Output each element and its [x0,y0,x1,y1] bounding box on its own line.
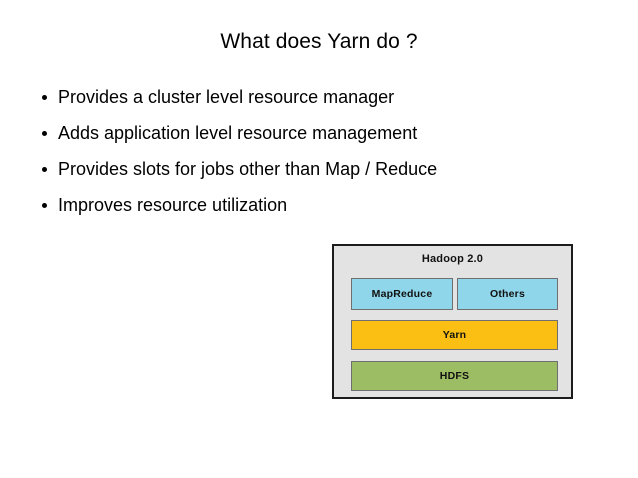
page-title: What does Yarn do ? [220,30,418,53]
list-item: Adds application level resource manageme… [38,122,558,144]
list-item: Improves resource utilization [38,194,558,216]
bullet-dot-icon [42,131,47,136]
list-item-label: Adds application level resource manageme… [58,123,418,143]
diagram-box-mapreduce: MapReduce [351,278,453,310]
bullet-dot-icon [42,95,47,100]
diagram-row-applications: MapReduce Others [351,278,558,310]
list-item-label: Improves resource utilization [58,195,288,215]
bullet-dot-icon [42,167,47,172]
hadoop-architecture-diagram: Hadoop 2.0 MapReduce Others Yarn HDFS [332,244,573,399]
diagram-title: Hadoop 2.0 [421,253,484,265]
list-item: Provides slots for jobs other than Map /… [38,158,558,180]
diagram-row-resource-manager: Yarn [351,320,558,350]
diagram-box-others: Others [457,278,558,310]
diagram-box-yarn: Yarn [351,320,558,350]
bullet-dot-icon [42,203,47,208]
diagram-row-storage: HDFS [351,361,558,391]
diagram-box-hdfs: HDFS [351,361,558,391]
list-item: Provides a cluster level resource manage… [38,86,558,108]
list-item-label: Provides slots for jobs other than Map /… [58,159,438,179]
bullet-list: Provides a cluster level resource manage… [38,86,558,230]
list-item-label: Provides a cluster level resource manage… [58,87,395,107]
